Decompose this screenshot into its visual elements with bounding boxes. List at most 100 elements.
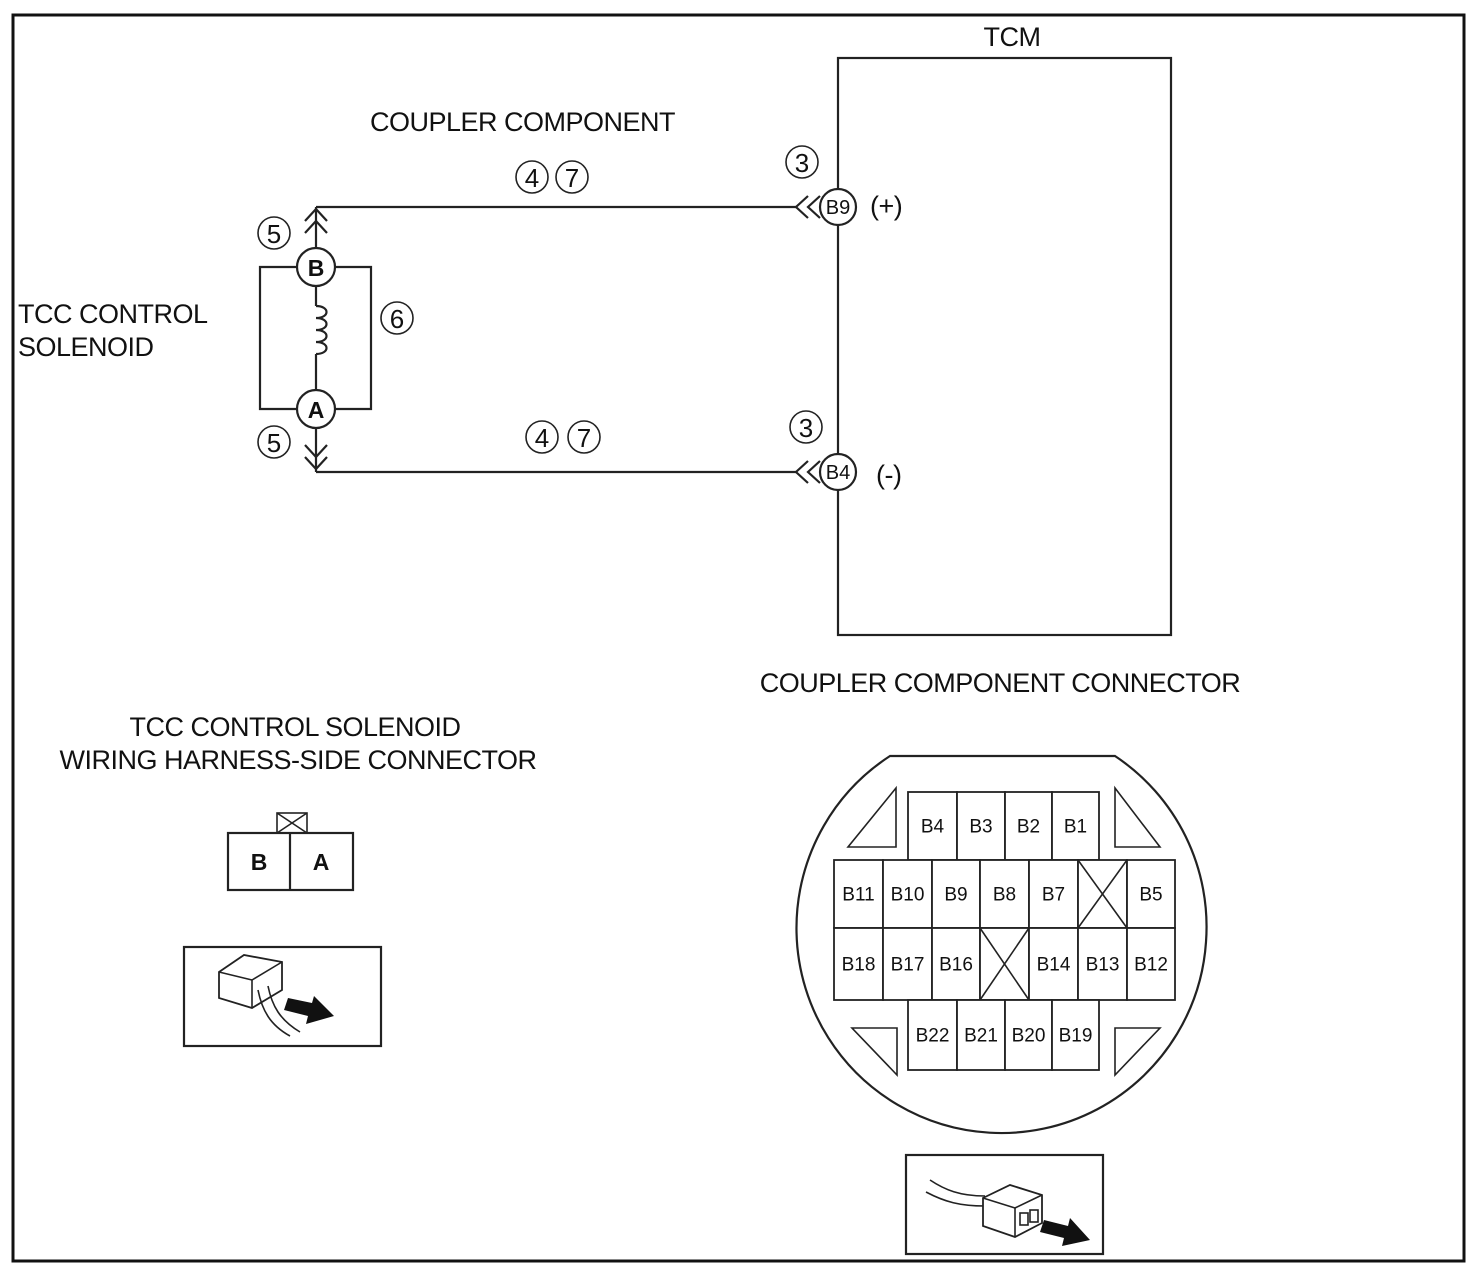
- coupler-connector-title: COUPLER COMPONENT CONNECTOR: [760, 668, 1241, 698]
- cavity-b1: [1051, 791, 1100, 861]
- step-marker-7: 7: [577, 423, 591, 453]
- cavity-label-b7: B7: [1042, 885, 1065, 906]
- key-tab-icon: [846, 785, 897, 848]
- step-marker-7: 7: [565, 163, 579, 193]
- key-tab-icon: [1114, 785, 1162, 848]
- wire-icon: [257, 989, 291, 1037]
- cavity-label-b21: B21: [964, 1026, 998, 1047]
- pin-slot: [1029, 1209, 1039, 1223]
- cavity-label-b3: B3: [969, 817, 992, 838]
- step-marker-circle: [785, 145, 819, 179]
- cavity-label-b4: B4: [921, 817, 945, 838]
- connector-chevron-icon: [806, 195, 821, 219]
- harness-connector-title-line1: TCC CONTROL SOLENOID: [129, 712, 460, 742]
- solenoid-label-line2: SOLENOID: [18, 332, 154, 362]
- connector-block-icon: [982, 1184, 1043, 1238]
- step-marker-circle: [257, 425, 291, 459]
- wire-plus: 4 7: [316, 160, 821, 219]
- wire-icon: [925, 1191, 986, 1207]
- probe-view-frame: [904, 1153, 1105, 1256]
- connector-chevron-icon: [806, 460, 821, 484]
- solenoid-terminal-a: A: [308, 397, 325, 423]
- step-marker-4: 4: [535, 423, 549, 453]
- coupler-component-label: COUPLER COMPONENT: [370, 107, 675, 137]
- cavity-label-b11: B11: [842, 885, 874, 906]
- harness-pin-b: B: [251, 849, 268, 875]
- cavity-b19: [1051, 999, 1100, 1071]
- cavity-label-b9: B9: [944, 885, 967, 906]
- probe-view-frame: [182, 945, 383, 1048]
- terminal-b4-label: B4: [826, 462, 850, 484]
- lock-tab-cross: [276, 812, 308, 834]
- wire-icon: [929, 1179, 986, 1197]
- cavity-b18: [833, 927, 884, 1001]
- solenoid-frame-left: [258, 265, 298, 411]
- tcc-control-solenoid: B A 5 5 6: [257, 207, 414, 472]
- connector-block-icon: [218, 954, 283, 1009]
- cavity-label-b5: B5: [1139, 885, 1162, 906]
- terminal-b9-label: B9: [826, 197, 850, 219]
- connector-chevron-icon: [794, 460, 809, 484]
- solenoid-terminal-b: B: [308, 255, 325, 281]
- connector-chevron-icon: [794, 195, 809, 219]
- harness-connector-title-line2: WIRING HARNESS-SIDE CONNECTOR: [59, 745, 536, 775]
- connector-chevron-icon: [304, 456, 328, 471]
- cavity-b12: [1126, 927, 1176, 1001]
- cavity-b5: [1126, 859, 1176, 929]
- tcm-terminal-b4: B4 (-) 3: [789, 410, 902, 492]
- connector-outline: [795, 754, 1208, 1135]
- key-tab-icon: [850, 1027, 898, 1077]
- terminal-circle: [818, 187, 858, 227]
- cavity-label-b10: B10: [891, 885, 925, 906]
- cavity-b13: [1077, 927, 1128, 1001]
- step-marker-circle: [789, 410, 823, 444]
- cavity-label-b1: B1: [1064, 817, 1087, 838]
- connector-chevron-icon: [304, 444, 328, 459]
- terminal-circle: [295, 246, 337, 288]
- cavity-label-b22: B22: [916, 1026, 950, 1047]
- cavity-label-b18: B18: [842, 955, 876, 976]
- step-marker-5-top: 5: [267, 219, 281, 249]
- terminal-circle: [818, 452, 858, 492]
- probe-arrow-icon: [284, 996, 334, 1024]
- edge-line: [982, 1197, 1016, 1209]
- cavity-label-b8: B8: [993, 885, 1016, 906]
- harness-connector-face: B A: [226, 812, 355, 892]
- coupler-probe-view: [904, 1153, 1105, 1256]
- step-marker-6: 6: [390, 304, 404, 334]
- step-marker-circle: [515, 160, 549, 194]
- polarity-plus: (+): [870, 191, 902, 221]
- tcm-label: TCM: [984, 22, 1041, 52]
- step-marker-5-bottom: 5: [267, 428, 281, 458]
- polarity-minus: (-): [876, 460, 901, 490]
- cavity-label-b14: B14: [1037, 955, 1071, 976]
- cavity-label-b13: B13: [1086, 955, 1120, 976]
- terminal-circle: [295, 388, 337, 430]
- solenoid-frame-right: [334, 265, 373, 411]
- harness-pin-a: A: [313, 849, 330, 875]
- tcm-module: TCM: [836, 22, 1173, 637]
- step-marker-4: 4: [525, 163, 539, 193]
- cavity-label-b19: B19: [1059, 1026, 1093, 1047]
- probe-arrow-icon: [1040, 1218, 1090, 1246]
- cavity-label-b16: B16: [939, 955, 973, 976]
- wire-icon: [267, 985, 301, 1033]
- step-marker-circle: [380, 301, 414, 335]
- cavity-label-b17: B17: [891, 955, 925, 976]
- tcm-box: [836, 56, 1173, 637]
- edge-line: [218, 971, 253, 981]
- cavity-b14: [1028, 927, 1079, 1001]
- edge-line: [1014, 1194, 1043, 1209]
- connector-chevron-icon: [304, 207, 328, 222]
- tcm-terminal-b9: B9 (+) 3: [785, 145, 903, 227]
- step-marker-circle: [525, 420, 559, 454]
- blank-cavity-cross: [979, 927, 1030, 1001]
- step-marker-circle: [567, 420, 601, 454]
- pin-slot: [1019, 1212, 1029, 1226]
- harness-probe-view: [182, 945, 383, 1048]
- edge-line: [251, 961, 283, 981]
- blank-cavity-cross: [1077, 859, 1128, 929]
